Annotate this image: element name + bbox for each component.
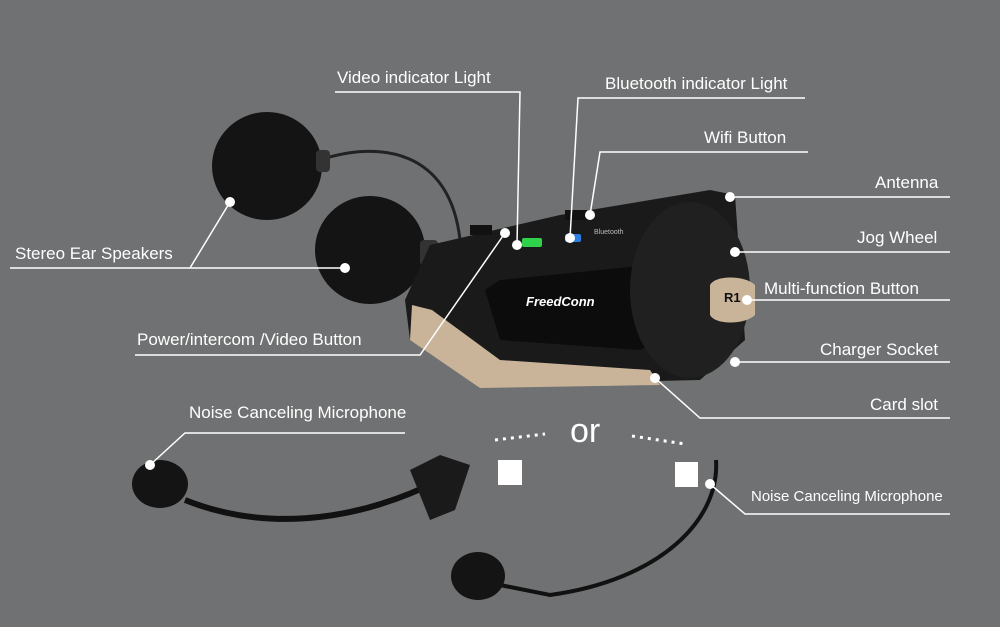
label-charger-socket: Charger Socket [820,340,939,359]
brand-logo: FreedConn [526,294,595,309]
label-bluetooth-indicator: Bluetooth indicator Light [605,74,788,93]
label-power-button: Power/intercom /Video Button [137,330,362,349]
label-wifi-button: Wifi Button [704,128,787,147]
boom-microphone [132,455,470,522]
right-speaker-foam [315,196,425,304]
dotted-line-right [631,434,686,446]
option-square-left [498,460,522,485]
video-indicator-light [522,238,542,247]
option-square-right [675,462,698,487]
logo-panel [485,265,670,350]
jog-wheel [630,202,750,378]
label-mic-right: Noise Canceling Microphone [751,488,943,505]
label-antenna: Antenna [875,173,939,192]
intercom-device [405,190,755,388]
left-speaker-foam [212,112,322,220]
model-badge: R1 [724,290,741,305]
speaker-cable [319,149,462,241]
leader-dots [145,192,752,489]
multi-function-button [710,277,755,323]
speaker-connector [316,150,330,172]
dotted-line-left [494,432,546,442]
label-video-indicator: Video indicator Light [337,68,491,87]
label-multi-function: Multi-function Button [764,279,919,298]
bluetooth-print: Bluetooth [594,229,624,236]
gold-trim [410,305,660,388]
or-text: or [570,412,601,450]
label-stereo-speakers: Stereo Ear Speakers [15,244,173,263]
label-jog-wheel: Jog Wheel [857,228,938,247]
label-card-slot: Card slot [870,395,939,414]
label-mic-left: Noise Canceling Microphone [189,403,407,422]
leader-lines [10,91,950,515]
